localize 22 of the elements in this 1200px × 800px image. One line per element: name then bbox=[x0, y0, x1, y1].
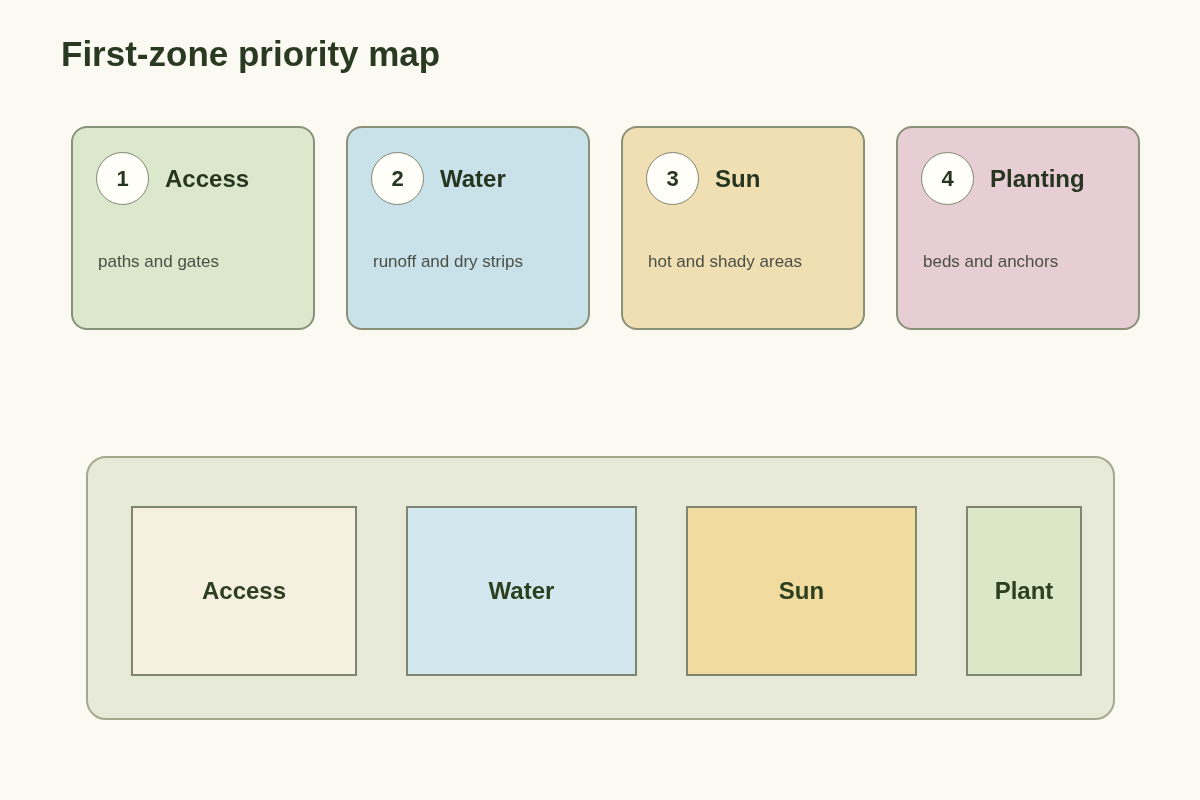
card-description: paths and gates bbox=[98, 252, 219, 272]
card-description: runoff and dry strips bbox=[373, 252, 523, 272]
zone-block: Plant bbox=[966, 506, 1082, 676]
step-number-circle: 4 bbox=[921, 152, 974, 205]
zone-card bbox=[621, 126, 865, 330]
card-heading: Planting bbox=[990, 165, 1085, 193]
zone-card bbox=[346, 126, 590, 330]
zone-block: Access bbox=[131, 506, 357, 676]
zone-card bbox=[896, 126, 1140, 330]
step-number-circle: 2 bbox=[371, 152, 424, 205]
card-heading: Water bbox=[440, 165, 506, 193]
card-heading: Access bbox=[165, 165, 250, 193]
step-number-circle: 3 bbox=[646, 152, 699, 205]
card-description: hot and shady areas bbox=[648, 252, 803, 272]
card-heading: Sun bbox=[715, 165, 761, 193]
zone-block: Water bbox=[406, 506, 637, 676]
zone-card bbox=[71, 126, 315, 330]
card-description: beds and anchors bbox=[923, 252, 1059, 272]
zone-block: Sun bbox=[686, 506, 917, 676]
diagram-title: First-zone priority map bbox=[61, 34, 441, 74]
zone-row-panel bbox=[86, 456, 1115, 720]
step-number-circle: 1 bbox=[96, 152, 149, 205]
